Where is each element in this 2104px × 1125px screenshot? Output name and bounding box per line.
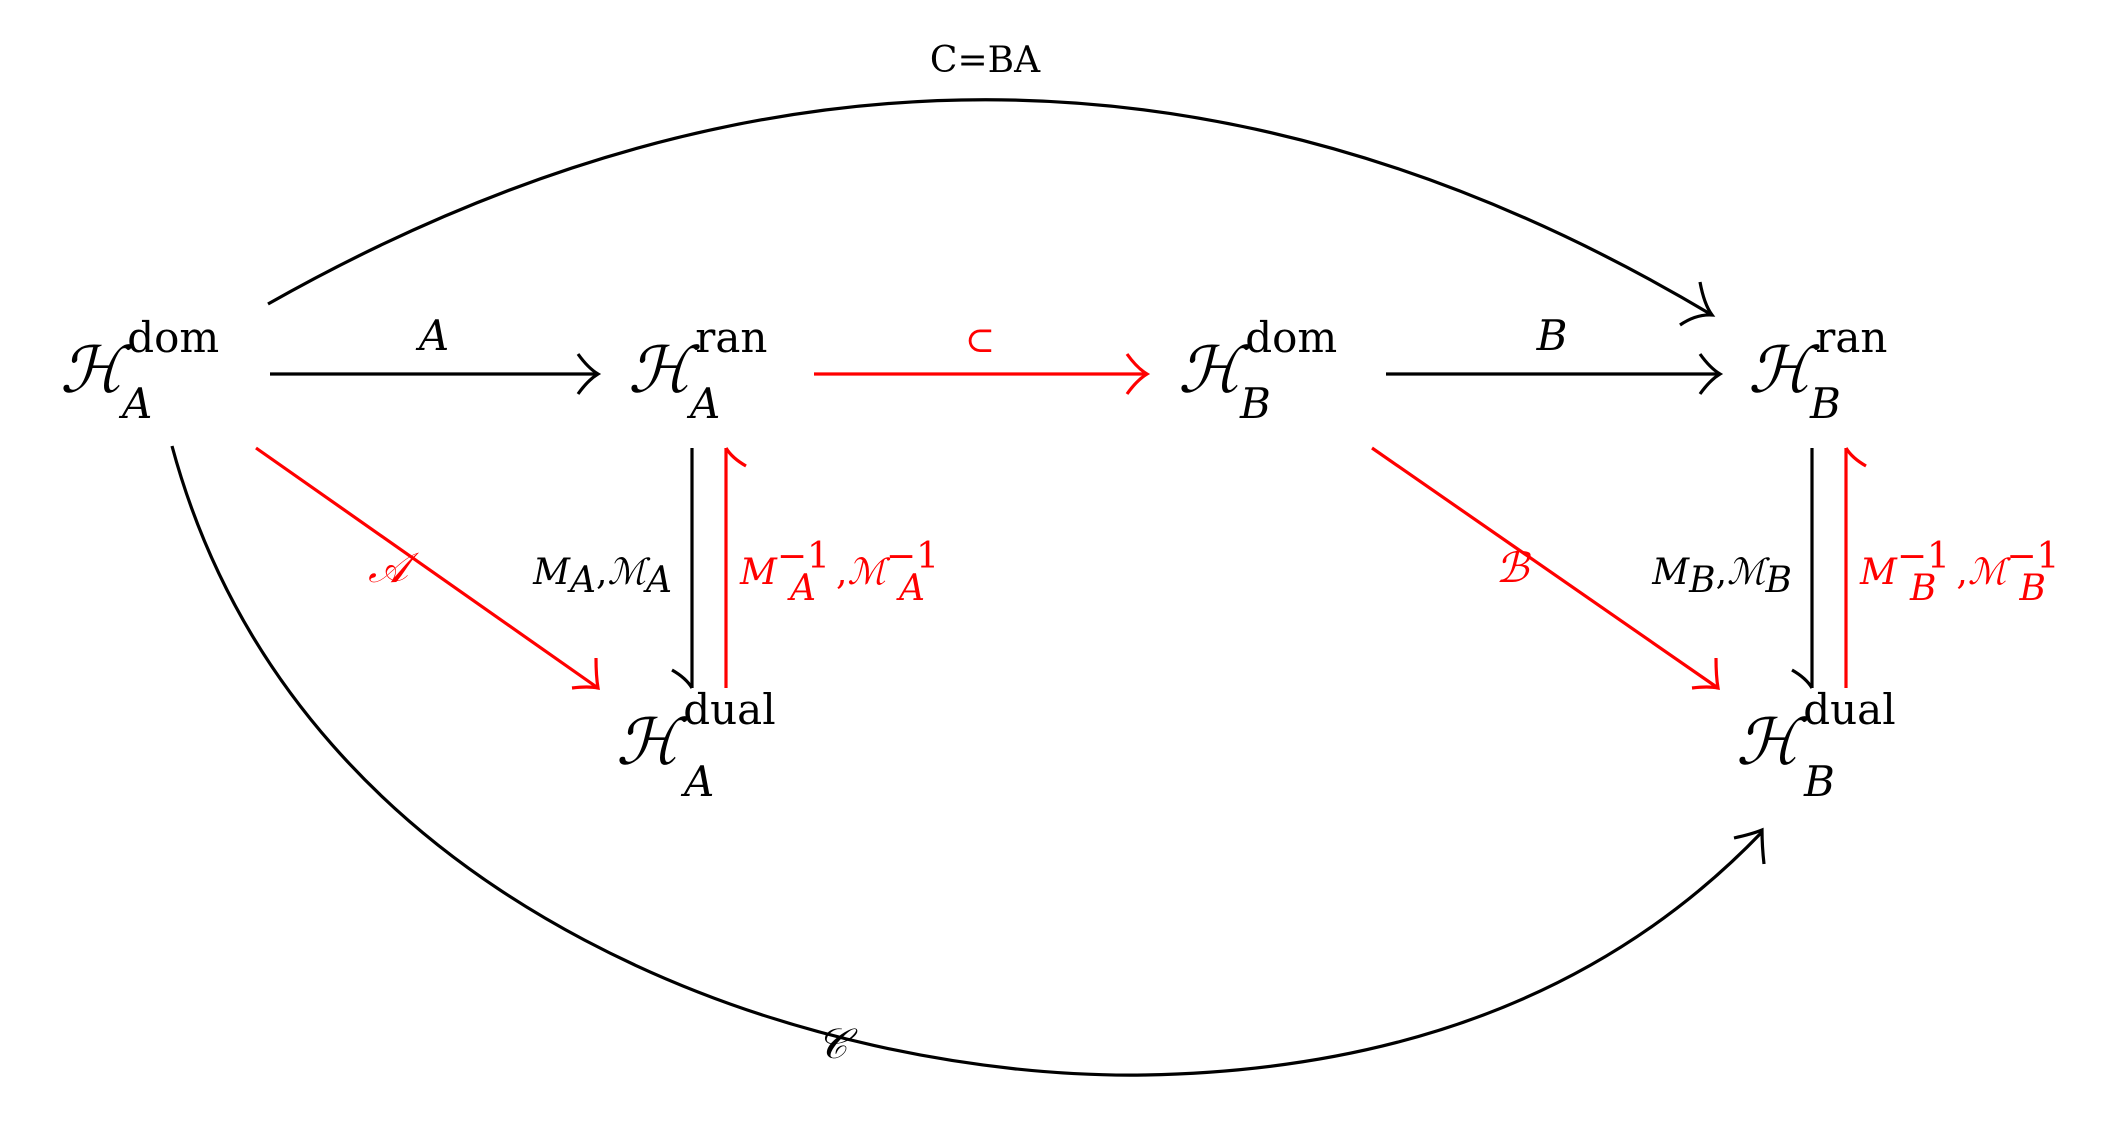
node-h-a-dom: ℋdom A [60, 313, 219, 428]
svg-text:A: A [680, 757, 714, 806]
node-h-a-ran: ℋran A [628, 313, 767, 428]
node-h-b-ran: ℋran B [1748, 313, 1887, 428]
svg-text:B: B [1803, 757, 1835, 806]
edge-label-top-arc: C=BA [930, 40, 1041, 81]
edge-label-cal-b: ℬ [1495, 543, 1531, 592]
edge-label-m-b: MB,ℳB [1651, 552, 1792, 601]
edge-bottom-arc: 𝒞 [170, 445, 1766, 1077]
svg-text:ℋran: ℋran [1748, 313, 1887, 408]
edge-top-arc: C=BA [267, 40, 1716, 327]
node-h-b-dom: ℋdom B [1178, 313, 1337, 428]
node-h-a-dual: ℋdual A [616, 685, 776, 806]
edge-a-arrow: A [270, 311, 602, 395]
edge-subset-arrow: ⊂ [814, 320, 1151, 395]
svg-text:ℋdom: ℋdom [60, 313, 219, 408]
edge-b-arrow: B [1386, 311, 1724, 395]
svg-text:A: A [686, 379, 720, 428]
edge-label-a: A [415, 311, 449, 360]
edge-label-bottom-arc: 𝒞 [817, 1019, 858, 1068]
edge-cal-b-diagonal: ℬ [1371, 446, 1720, 691]
edge-label-b: B [1536, 311, 1568, 360]
svg-text:A: A [118, 379, 152, 428]
svg-text:B: B [1809, 379, 1841, 428]
svg-text:ℋdom: ℋdom [1178, 313, 1337, 408]
edge-m-a-down: MA,ℳA [532, 448, 694, 689]
svg-text:ℋran: ℋran [628, 313, 767, 408]
edge-label-cal-a: 𝒜 [368, 543, 419, 592]
edge-label-m-a: MA,ℳA [532, 552, 672, 601]
svg-text:B: B [1239, 379, 1271, 428]
edge-m-b-down: MB,ℳB [1651, 448, 1814, 689]
node-h-b-dual: ℋdual B [1736, 685, 1896, 806]
svg-text:ℋdual: ℋdual [616, 685, 776, 780]
edge-cal-a-diagonal: 𝒜 [255, 446, 600, 691]
edge-label-subset: ⊂ [965, 320, 995, 361]
svg-text:ℋdual: ℋdual [1736, 685, 1896, 780]
